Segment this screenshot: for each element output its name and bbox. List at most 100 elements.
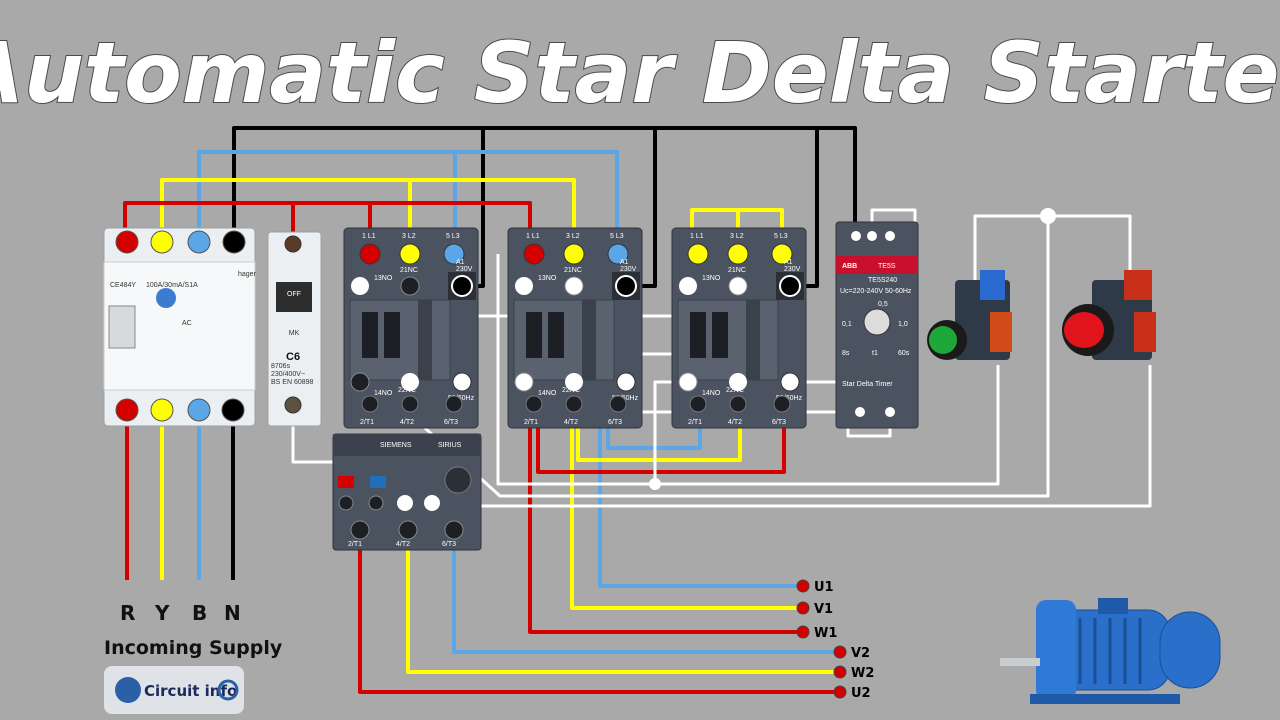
contactor-aux-22[interactable] [565, 373, 583, 391]
contactor-line-label: 3 L2 [730, 233, 744, 240]
terminal-v1-dot[interactable] [796, 601, 810, 615]
rcd-terminal-red[interactable] [115, 230, 139, 254]
overload-test-button[interactable] [338, 476, 354, 488]
contactor-out-label: 4/T2 [564, 419, 578, 426]
contactor-terminal-1[interactable] [687, 243, 709, 265]
contactor-aux-nc-label: 21NC [400, 267, 418, 274]
contactor-aux-13[interactable] [351, 277, 369, 295]
overload-contact-96[interactable] [368, 495, 384, 511]
contactor-aux-22[interactable] [401, 373, 419, 391]
rcd-terminal-black[interactable] [222, 230, 246, 254]
rcd-terminal-black-out[interactable] [221, 398, 245, 422]
contactor-voltage: 230V [620, 266, 637, 273]
contactor-terminal-5[interactable] [771, 243, 793, 265]
stop-button-cap[interactable] [1064, 312, 1104, 348]
mcb-switch[interactable] [276, 282, 312, 312]
contactor-out-terminal[interactable] [445, 395, 463, 413]
terminal-u1-dot[interactable] [796, 579, 810, 593]
timer-part: TE5S240 [868, 277, 897, 284]
mcb-part: 8706s [271, 363, 291, 370]
timer-terminal-18[interactable] [885, 407, 895, 417]
contactor-out-terminal[interactable] [773, 395, 791, 413]
rcd-terminal-yellow[interactable] [150, 230, 174, 254]
contactor-coil-a2[interactable] [780, 372, 800, 392]
contactor-out-label: 6/T3 [772, 419, 786, 426]
contactor-aux-21[interactable] [400, 276, 420, 296]
contactor-coil-terminal[interactable] [451, 275, 473, 297]
contactor-terminal-3[interactable] [399, 243, 421, 265]
terminal-w1-dot[interactable] [796, 625, 810, 639]
rcd-terminal-yellow-out[interactable] [150, 398, 174, 422]
overload-dial[interactable] [444, 466, 472, 494]
overload-contact-98[interactable] [424, 495, 440, 511]
overload-contact-97[interactable] [397, 495, 413, 511]
start-button-contact-block [980, 270, 1005, 300]
rcd-terminal-blue-out[interactable] [187, 398, 211, 422]
contactor-out-terminal[interactable] [565, 395, 583, 413]
contactor-out-label: 4/T2 [400, 419, 414, 426]
delta-link-red [536, 420, 786, 474]
contactor-terminal-1[interactable] [359, 243, 381, 265]
contactor-aux-13[interactable] [515, 277, 533, 295]
timer-terminal-a2[interactable] [867, 231, 877, 241]
overload-reset-button[interactable] [370, 476, 386, 488]
mcb-terminal-in[interactable] [284, 235, 302, 253]
contactor-terminal-3[interactable] [563, 243, 585, 265]
contactor-line-label: 5 L3 [774, 233, 788, 240]
overload-terminal-t3[interactable] [444, 520, 464, 540]
timer-dial[interactable] [863, 308, 891, 336]
contactor-out-terminal[interactable] [609, 395, 627, 413]
contactor-coil-terminal[interactable] [779, 275, 801, 297]
contactor-line-label: 1 L1 [526, 233, 540, 240]
ctrl-ol-to-stop [432, 365, 1152, 508]
contactor-out-terminal[interactable] [525, 395, 543, 413]
logo-text: Circuit info [144, 682, 237, 700]
overload-contact-95[interactable] [338, 495, 354, 511]
supply-y-label: Y [154, 601, 170, 625]
contactor-slot [362, 312, 378, 358]
timer-supply: Uc=220-240V 50-60Hz [840, 288, 912, 295]
mcb-terminal-out[interactable] [284, 396, 302, 414]
contactor-coil-a2[interactable] [616, 372, 636, 392]
contactor-aux-14[interactable] [514, 372, 534, 392]
contactor-aux-13[interactable] [679, 277, 697, 295]
rcd-terminal-blue[interactable] [187, 230, 211, 254]
rcd-terminal-red-out[interactable] [115, 398, 139, 422]
contactor-out-terminal[interactable] [689, 395, 707, 413]
contactor-terminal-5[interactable] [443, 243, 465, 265]
timer-terminal-15[interactable] [885, 231, 895, 241]
contactor-aux-21[interactable] [564, 276, 584, 296]
contactor-coil-a2[interactable] [452, 372, 472, 392]
contactor-out-label: 2/T1 [524, 419, 538, 426]
contactor-coil-terminal[interactable] [615, 275, 637, 297]
contactor-out-label: 6/T3 [444, 419, 458, 426]
contactor-aux-nc-label: 21NC [728, 267, 746, 274]
contactor-aux-21[interactable] [728, 276, 748, 296]
contactor-aux-14[interactable] [678, 372, 698, 392]
contactor-terminal-5[interactable] [607, 243, 629, 265]
contactor-terminal-3[interactable] [727, 243, 749, 265]
rcd-rating: 100A/30mA/S1A [146, 282, 198, 289]
rcd-test-button[interactable] [156, 288, 176, 308]
timer-terminal-a1[interactable] [851, 231, 861, 241]
delta-link-yellow [576, 420, 742, 462]
terminal-u2-dot[interactable] [833, 685, 847, 699]
contactor-out-terminal[interactable] [361, 395, 379, 413]
start-push-button[interactable] [927, 270, 1012, 360]
stop-push-button[interactable] [1062, 270, 1156, 360]
terminal-w2-label: W2 [851, 666, 874, 681]
contactor-out-terminal[interactable] [401, 395, 419, 413]
logo-swirl-icon [217, 679, 239, 701]
contactor-out-terminal[interactable] [729, 395, 747, 413]
contactor-aux-14[interactable] [350, 372, 370, 392]
timer-terminal-16[interactable] [855, 407, 865, 417]
overload-terminal-t2[interactable] [398, 520, 418, 540]
overload-terminal-t1[interactable] [350, 520, 370, 540]
terminal-w2-dot[interactable] [833, 665, 847, 679]
start-button-cap[interactable] [929, 326, 957, 354]
terminal-v2-dot[interactable] [833, 645, 847, 659]
contactor-aux-22[interactable] [729, 373, 747, 391]
rcd-toggle[interactable] [108, 305, 136, 349]
contactor-terminal-1[interactable] [523, 243, 545, 265]
